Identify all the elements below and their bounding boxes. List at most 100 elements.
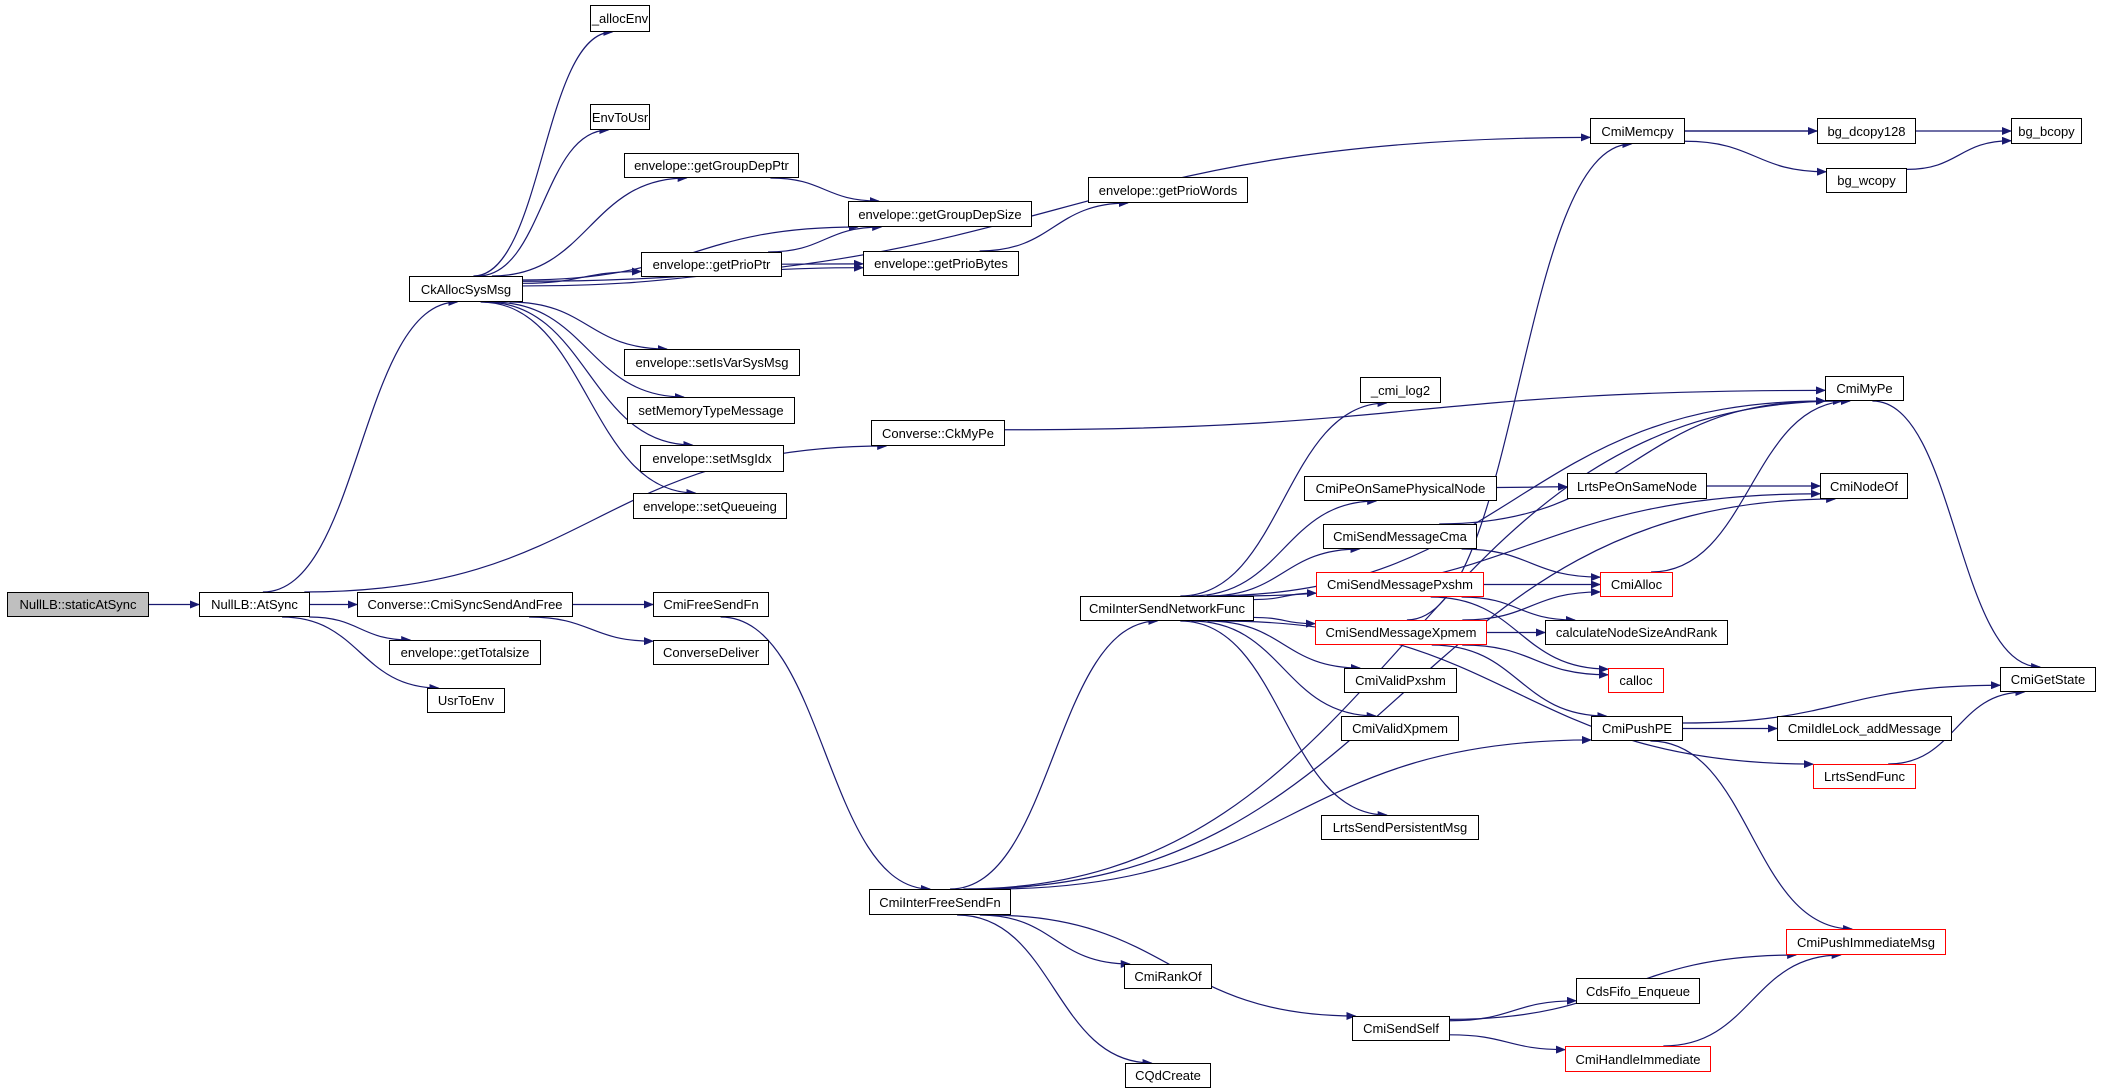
node-cmisendmessagepxshm[interactable]: CmiSendMessagePxshm [1316, 572, 1484, 597]
node-cmigetstate[interactable]: CmiGetState [2000, 667, 2096, 692]
edge-CmiMemcpy-to-bg_wcopy [1684, 140, 1827, 176]
node-cmivalidpxshm[interactable]: CmiValidPxshm [1344, 668, 1457, 693]
edge-CmiInterSendNetworkFunc-to-CmiSendMessageCma [1207, 545, 1361, 597]
node-cmihandleimmediate[interactable]: CmiHandleImmediate [1565, 1046, 1711, 1072]
node-label: envelope::getPrioBytes [874, 256, 1008, 271]
node-lrtssendpersistentmsg[interactable]: LrtsSendPersistentMsg [1321, 815, 1479, 840]
node-envelope-setisvarsysmsg[interactable]: envelope::setIsVarSysMsg [624, 349, 800, 376]
node-label: NullLB::staticAtSync [19, 597, 137, 612]
node-label: bg_wcopy [1837, 173, 1896, 188]
node-cmiinterfreesendfn[interactable]: CmiInterFreeSendFn [869, 889, 1011, 915]
edge-CkAllocSysMsg-to-EnvToUsr [477, 126, 610, 277]
node-bg-wcopy[interactable]: bg_wcopy [1826, 168, 1907, 193]
edge-CmiInterFreeSendFn-to-CmiMyPe [963, 397, 1843, 890]
node-label: LrtsPeOnSameNode [1577, 478, 1697, 494]
edge-CmiPushPE-to-CmiPushImmediateMsg [1650, 740, 1854, 933]
node-envelope-getgroupdepsize[interactable]: envelope::getGroupDepSize [848, 201, 1032, 227]
node-cmirankof[interactable]: CmiRankOf [1124, 964, 1212, 989]
node-lrtssendfunc[interactable]: LrtsSendFunc [1813, 764, 1916, 789]
node-label: envelope::getPrioPtr [652, 257, 771, 272]
node-label: CmiMemcpy [1601, 123, 1674, 139]
node-cmiidlelock-addmessage[interactable]: CmiIdleLock_addMessage [1777, 716, 1952, 741]
node-label: envelope::setIsVarSysMsg [635, 355, 789, 370]
node-bg-bcopy[interactable]: bg_bcopy [2011, 118, 2082, 144]
node-label: envelope::setQueueing [643, 498, 777, 514]
node-cmipushpe[interactable]: CmiPushPE [1591, 716, 1683, 741]
node-setmemorytypemessage[interactable]: setMemoryTypeMessage [627, 397, 795, 424]
node-conversedeliver[interactable]: ConverseDeliver [653, 640, 769, 665]
edge-AtSync-to-getTotalsize [309, 616, 412, 644]
edge-CmiSendMessageCma-to-CmiMyPe [1439, 397, 1827, 525]
edge-CmiInterFreeSendFn-to-CQdCreate [957, 914, 1153, 1067]
node-label: CmiMyPe [1836, 381, 1893, 396]
node-label: CmiIdleLock_addMessage [1787, 721, 1942, 736]
node-label: NullLB::AtSync [211, 597, 298, 612]
node-cmialloc[interactable]: CmiAlloc [1600, 572, 1673, 597]
node-bg-dcopy128[interactable]: bg_dcopy128 [1817, 118, 1916, 144]
node-ckallocsysmsg[interactable]: CkAllocSysMsg [409, 276, 523, 302]
node-calloc[interactable]: calloc [1608, 668, 1664, 693]
node-cqdcreate[interactable]: CQdCreate [1125, 1063, 1211, 1088]
node-label: _cmi_log2 [1370, 382, 1431, 398]
node-envelope-getpriowords[interactable]: envelope::getPrioWords [1088, 177, 1248, 203]
node-label: UsrToEnv [437, 693, 495, 708]
edge-getPrioBytes-to-getPrioWords [979, 199, 1129, 252]
node-cmipeonsamephysicalnode[interactable]: CmiPeOnSamePhysicalNode [1304, 476, 1497, 501]
edge-CmiSendMessageXpmem-to-calloc [1462, 644, 1609, 679]
node-label: setMemoryTypeMessage [638, 403, 784, 418]
node-label: CmiSendMessageXpmem [1325, 625, 1477, 640]
node-label: CmiGetState [2010, 672, 2086, 687]
node-cmifreesendfn[interactable]: CmiFreeSendFn [653, 592, 769, 617]
node-cmivalidxpmem[interactable]: CmiValidXpmem [1341, 716, 1459, 741]
node-label: ConverseDeliver [662, 645, 760, 660]
node-cmisendmessagecma[interactable]: CmiSendMessageCma [1323, 524, 1477, 549]
node-cmisendmessagexpmem[interactable]: CmiSendMessageXpmem [1315, 620, 1487, 645]
node-cmiintersendnetworkfunc[interactable]: CmiInterSendNetworkFunc [1080, 596, 1254, 621]
node-nulllb-atsync[interactable]: NullLB::AtSync [199, 592, 310, 617]
node-label: CmiSendSelf [1363, 1021, 1439, 1036]
edge-CmiSendSelf-to-CdsFifo_Enqueue [1449, 996, 1577, 1022]
edge-CmiInterFreeSendFn-to-CmiPushPE [992, 735, 1592, 890]
node-envtousr[interactable]: EnvToUsr [590, 104, 650, 130]
node-label: envelope::getGroupDepSize [858, 206, 1022, 222]
node-envelope-setmsgidx[interactable]: envelope::setMsgIdx [640, 445, 784, 472]
node-envelope-getgroupdepptr[interactable]: envelope::getGroupDepPtr [624, 153, 799, 178]
node-cmimemcpy[interactable]: CmiMemcpy [1590, 118, 1685, 144]
node-label: CmiPushPE [1601, 721, 1673, 736]
node-envelope-setqueueing[interactable]: envelope::setQueueing [633, 493, 787, 519]
node-label: envelope::setMsgIdx [652, 451, 772, 466]
node-label: envelope::getPrioWords [1098, 182, 1238, 198]
node-allocenv[interactable]: _allocEnv [590, 5, 650, 32]
node-label: CmiInterSendNetworkFunc [1088, 601, 1246, 616]
node-envelope-getprioptr[interactable]: envelope::getPrioPtr [641, 252, 782, 277]
node-converse-ckmype[interactable]: Converse::CkMyPe [871, 420, 1005, 446]
edge-CkAllocSysMsg-to-setMemoryTypeMessage [492, 301, 685, 401]
edge-getGroupDepPtr-to-getGroupDepSize [770, 177, 880, 205]
node-cmipushimmediatemsg[interactable]: CmiPushImmediateMsg [1786, 929, 1946, 955]
node-label: Converse::CkMyPe [882, 425, 994, 441]
node-cdsfifo-enqueue[interactable]: CdsFifo_Enqueue [1576, 978, 1700, 1004]
node-cmimype[interactable]: CmiMyPe [1825, 376, 1904, 401]
edge-CmiPushPE-to-CmiGetState [1682, 681, 2001, 724]
edge-AtSync-to-CkMyPe [304, 442, 888, 593]
node-label: CQdCreate [1135, 1068, 1201, 1083]
node-label: bg_bcopy [2018, 123, 2075, 139]
node-label: envelope::getTotalsize [400, 645, 530, 660]
node-nulllb-staticatsync[interactable]: NullLB::staticAtSync [7, 592, 149, 617]
edge-CkAllocSysMsg-to-getPrioPtr [522, 267, 642, 284]
edge-CmiInterSendNetworkFunc-to-cmi_log2 [1180, 399, 1388, 597]
node-envelope-getpriobytes[interactable]: envelope::getPrioBytes [863, 251, 1019, 276]
node-label: CmiFreeSendFn [663, 597, 759, 612]
node-cminodeof[interactable]: CmiNodeOf [1820, 473, 1908, 499]
node-label: _allocEnv [591, 11, 649, 26]
node-envelope-gettotalsize[interactable]: envelope::getTotalsize [389, 640, 541, 665]
node-lrtspeonsamenode[interactable]: LrtsPeOnSameNode [1567, 473, 1707, 499]
node-label: LrtsSendPersistentMsg [1332, 820, 1468, 835]
node-cmi-log2[interactable]: _cmi_log2 [1360, 377, 1441, 403]
node-calculatenodesizeandrank[interactable]: calculateNodeSizeAndRank [1545, 620, 1728, 645]
node-cmisendself[interactable]: CmiSendSelf [1352, 1016, 1450, 1041]
node-converse-cmisyncsendandfree[interactable]: Converse::CmiSyncSendAndFree [357, 592, 573, 617]
node-usrtoenv[interactable]: UsrToEnv [427, 688, 505, 713]
edge-CmiInterSendNetworkFunc-to-LrtsSendPersistentMsg [1180, 620, 1388, 819]
node-label: CmiValidXpmem [1352, 721, 1448, 736]
